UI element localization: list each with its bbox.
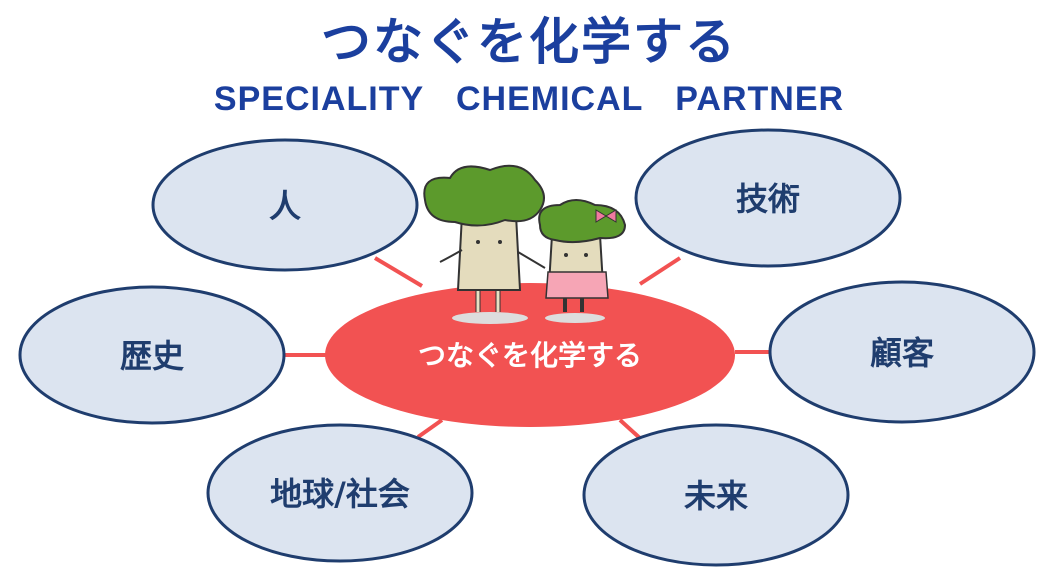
connectors: [284, 256, 772, 442]
node-tech: [634, 128, 902, 268]
subtitle: SPECIALITY CHEMICAL PARTNER: [213, 80, 845, 118]
node-earth-society: [206, 423, 474, 563]
page-title: つなぐを化学する: [321, 13, 737, 71]
node-people: [151, 138, 419, 272]
connector-people: [373, 256, 424, 288]
node-history: [18, 285, 286, 425]
node-customer: [768, 280, 1036, 424]
mascot-small-icon: [538, 199, 627, 312]
node-label: 技術: [736, 180, 800, 218]
mascot-large-icon: [423, 164, 546, 312]
center-ellipse: [325, 283, 735, 427]
node-label: 地球/社会: [270, 475, 410, 513]
mascot-illustration: [423, 164, 627, 324]
node-label: 歴史: [120, 337, 184, 375]
connector-earth: [416, 418, 444, 439]
connector-future: [618, 418, 644, 442]
connector-tech: [638, 256, 682, 286]
node-label: 未来: [684, 477, 748, 515]
node-label: 人: [269, 187, 301, 225]
node-label: 顧客: [870, 334, 934, 372]
center-label: つなぐを化学する: [418, 339, 642, 372]
node-future: [582, 423, 850, 567]
